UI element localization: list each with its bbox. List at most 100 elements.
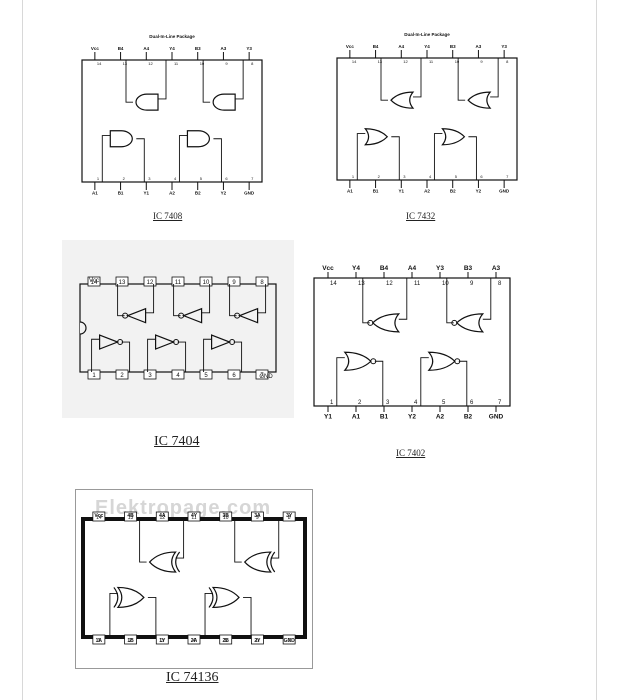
bottom-pin-number: 6 (256, 638, 259, 644)
bottom-pin-label: A2 (169, 191, 175, 196)
and-gate-icon (212, 93, 236, 111)
bottom-pin-number: 2 (378, 174, 381, 179)
bottom-pin-number: 7 (260, 373, 264, 379)
top-pin-label: 3Y (286, 513, 293, 519)
top-pin-box (115, 276, 129, 287)
bottom-pin-label: B2 (450, 189, 456, 194)
top-pin-number: 11 (174, 61, 179, 66)
bottom-pin-number: 6 (225, 176, 228, 181)
and-gate-icon (135, 93, 159, 111)
bottom-pin-number: 4 (414, 400, 418, 406)
bottom-pin-label: A2 (436, 414, 445, 421)
top-pin-number: 8 (260, 280, 264, 286)
gate-wire (391, 136, 400, 180)
top-pin-number: 12 (148, 61, 153, 66)
gate-wire (458, 360, 468, 406)
nor-gate-icon-body (343, 351, 372, 371)
top-pin-number: 13 (358, 281, 365, 287)
top-pin-label: B4 (373, 44, 379, 49)
not-gate-icon-body (98, 334, 120, 350)
bottom-pin-label: GND (284, 638, 296, 644)
top-pin-label: Y3 (501, 44, 507, 49)
bottom-pin-number: 3 (161, 638, 164, 644)
bottom-pin-box (227, 369, 241, 380)
gate-wire (158, 60, 167, 100)
ic-notch (79, 321, 87, 335)
bottom-pin-box (115, 369, 129, 380)
top-pin-box (227, 276, 241, 287)
bottom-pin-number: 2 (129, 638, 132, 644)
or-gate-icon-body (390, 91, 415, 109)
top-pin-label: 4A (159, 513, 166, 519)
top-pin-label: Y3 (246, 46, 252, 51)
ic-74136-caption: IC 74136 (166, 670, 219, 685)
bottom-pin-number: 5 (455, 174, 458, 179)
gate-wire (147, 338, 156, 372)
gate-wire (201, 284, 211, 314)
bottom-pin-label: 2A (191, 638, 198, 644)
or-gate-icon (390, 91, 415, 109)
top-pin-number: 12 (386, 281, 393, 287)
and-gate-icon-body (109, 130, 133, 148)
top-pin-number: 10 (455, 59, 460, 64)
top-pin-label: A3 (221, 46, 227, 51)
top-pin-box (155, 511, 169, 522)
page-border-right (596, 0, 597, 700)
bottom-pin-label: Y1 (324, 414, 332, 421)
bottom-pin-number: 2 (120, 373, 124, 379)
gate-wire (235, 60, 244, 100)
and-gate-icon-body (212, 93, 236, 111)
gate-wire (336, 357, 345, 406)
bottom-pin-box (92, 634, 106, 645)
bottom-pin-label: Y1 (144, 191, 150, 196)
bottom-pin-box (155, 634, 169, 645)
gate-wire (482, 278, 492, 320)
bottom-pin-label: Y2 (221, 191, 227, 196)
ic-body (81, 59, 263, 183)
not-gate-icon-body (181, 307, 203, 324)
not-gate-icon (211, 334, 236, 350)
package-title: Dual-In-Line Package (404, 32, 450, 37)
not-gate-icon (178, 307, 203, 324)
top-pin-label: A3 (492, 265, 501, 272)
top-pin-number: 14 (96, 515, 102, 521)
top-pin-box (171, 276, 185, 287)
bottom-pin-number: 1 (97, 176, 100, 181)
top-pin-number: 12 (160, 515, 166, 521)
bottom-pin-label: 1B (127, 638, 134, 644)
gate-wire (178, 135, 188, 182)
bottom-pin-label: 2Y (254, 638, 261, 644)
bottom-pin-label: B1 (118, 191, 124, 196)
top-pin-box (251, 511, 264, 522)
or-gate-icon-body (364, 128, 389, 146)
not-gate-icon (122, 307, 147, 324)
top-pin-label: Y4 (169, 46, 175, 51)
bottom-pin-label: 1A (96, 638, 103, 644)
top-pin-number: 9 (232, 280, 236, 286)
xor-input-arc (270, 551, 276, 573)
top-pin-number: 9 (225, 61, 228, 66)
gate-wire (136, 138, 145, 182)
gate-wire (145, 284, 155, 314)
top-pin-label: 4Y (191, 513, 198, 519)
gate-wire (413, 58, 422, 98)
top-pin-number: 10 (442, 281, 449, 287)
top-pin-label: 3B (223, 513, 230, 519)
top-pin-box (143, 276, 157, 287)
top-pin-number: 10 (203, 280, 210, 286)
gate-wire (203, 338, 212, 372)
top-pin-label: Y4 (424, 44, 430, 49)
gate-wire (139, 519, 147, 563)
ic-body (336, 57, 518, 181)
top-pin-number: 8 (288, 515, 291, 521)
bottom-pin-label: B1 (380, 414, 389, 421)
bottom-pin-label: Y2 (408, 414, 416, 421)
not-gate-icon-body (125, 307, 147, 324)
gate-wire (446, 278, 454, 324)
bottom-pin-number: 1 (330, 400, 334, 406)
not-gate-icon (98, 334, 124, 350)
bottom-pin-number: 6 (470, 400, 474, 406)
and-gate-icon-body (186, 130, 210, 148)
